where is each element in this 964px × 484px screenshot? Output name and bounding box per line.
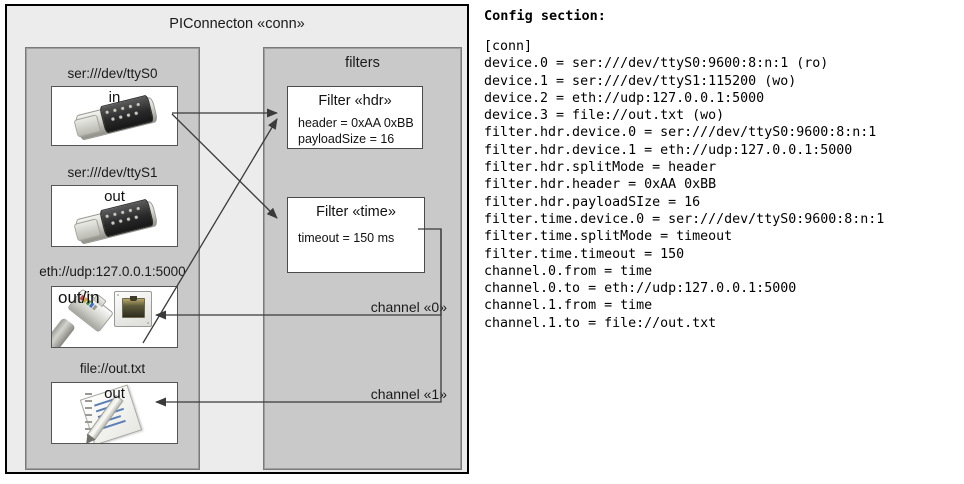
channel-1-label: channel «1» xyxy=(370,386,447,402)
device-io-out-3: out xyxy=(104,385,125,402)
config-line: filter.time.timeout = 150 xyxy=(484,246,685,262)
config-line: device.1 = ser:///dev/ttyS1:115200 (wo) xyxy=(484,73,797,89)
config-body: [conn] device.0 = ser:///dev/ttyS0:9600:8… xyxy=(484,38,884,332)
config-line: filter.hdr.header = 0xAA 0xBB xyxy=(484,177,717,193)
config-section: Config section: [conn] device.0 = ser:///… xyxy=(478,0,964,484)
device-label-file: file://out.txt xyxy=(79,361,146,376)
device-box-file[interactable]: out xyxy=(51,382,178,444)
channel-0-label: channel «0» xyxy=(370,299,447,315)
device-box-ttyS0[interactable]: in xyxy=(51,86,178,146)
config-line: channel.1.from = time xyxy=(484,298,653,314)
device-label-ttyS1: ser:///dev/ttyS1 xyxy=(67,165,158,180)
config-line: filter.hdr.splitMode = header xyxy=(484,160,717,176)
filter-time-attr-timeout: timeout = 150 ms xyxy=(298,231,395,245)
piconnecton-outer-frame: PIConnecton «conn» ser:///dev/ttyS0 in s… xyxy=(5,4,469,474)
edge-ttyS0-to-filter-time xyxy=(171,113,278,219)
filter-box-hdr[interactable]: Filter «hdr» header = 0xAA 0xBB payloadS… xyxy=(287,86,423,149)
device-io-in-0: in xyxy=(108,89,121,106)
config-line: channel.1.to = file://out.txt xyxy=(484,315,717,331)
ethernet-plug-icon xyxy=(52,287,177,347)
edge-eth-to-filter-hdr xyxy=(142,118,278,344)
devices-panel: ser:///dev/ttyS0 in ser:///dev/ttyS1 out xyxy=(25,47,200,470)
device-label-ttyS0: ser:///dev/ttyS0 xyxy=(67,66,158,81)
filter-hdr-attr-payloadsize: payloadSize = 16 xyxy=(298,132,395,146)
filters-panel-title: filters xyxy=(345,55,380,71)
config-line: device.0 = ser:///dev/ttyS0:9600:8:n:1 (… xyxy=(484,56,829,72)
notepad-pencil-icon xyxy=(79,384,146,443)
config-line: filter.time.device.0 = ser:///dev/ttyS0:… xyxy=(484,211,885,227)
filters-panel: filters Filter «hdr» header = 0xAA 0xBB … xyxy=(263,47,462,470)
config-line: filter.time.splitMode = timeout xyxy=(484,229,733,245)
device-box-ttyS1[interactable]: out xyxy=(51,185,178,247)
filter-box-time[interactable]: Filter «time» timeout = 150 ms xyxy=(287,197,425,273)
device-io-outin-2: out/in xyxy=(58,288,100,307)
config-line: [conn] xyxy=(484,39,533,54)
config-line: filter.hdr.device.0 = ser:///dev/ttyS0:9… xyxy=(484,125,877,141)
config-line: device.2 = eth://udp:127.0.0.1:5000 xyxy=(484,90,765,106)
config-line: filter.hdr.payloadSIze = 16 xyxy=(484,194,701,210)
config-heading: Config section: xyxy=(484,8,606,24)
config-line: channel.0.to = eth://udp:127.0.0.1:5000 xyxy=(484,281,797,297)
diagram-title: PIConnecton «conn» xyxy=(169,16,305,32)
device-io-out-1: out xyxy=(104,188,125,205)
config-line: channel.0.from = time xyxy=(484,263,653,279)
filter-time-title: Filter «time» xyxy=(316,204,396,220)
config-line: device.3 = file://out.txt (wo) xyxy=(484,108,725,124)
connection-diagram: PIConnecton «conn» ser:///dev/ttyS0 in s… xyxy=(0,0,478,484)
filter-hdr-attr-header: header = 0xAA 0xBB xyxy=(298,116,414,130)
edge-channel-0 xyxy=(155,228,442,320)
config-line: filter.hdr.device.1 = eth://udp:127.0.0.… xyxy=(484,142,853,158)
filter-hdr-title: Filter «hdr» xyxy=(318,93,392,109)
diagram-edges xyxy=(142,108,442,407)
edge-channel-1 xyxy=(155,229,442,407)
device-label-eth: eth://udp:127.0.0.1:5000 xyxy=(39,264,186,279)
